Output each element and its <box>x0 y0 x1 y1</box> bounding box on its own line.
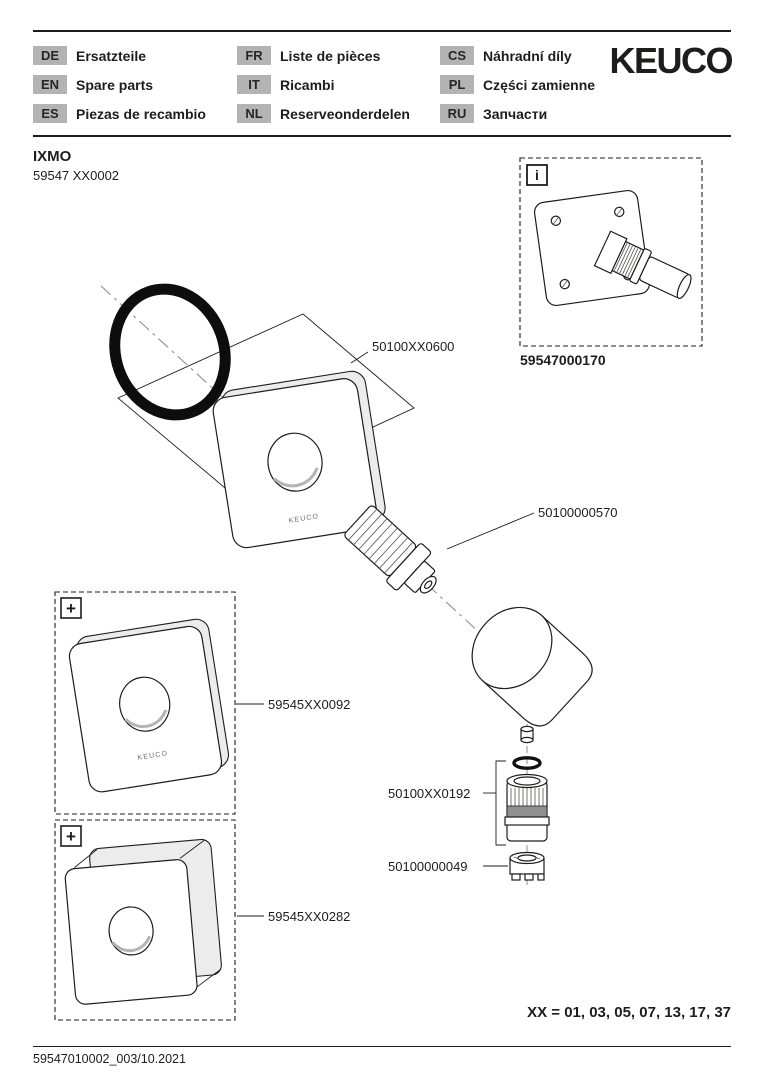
language-row-es: ES Piezas de recambio <box>33 104 206 123</box>
lang-code-badge-en: EN <box>33 75 67 94</box>
sleeve-group-bracket <box>495 760 506 846</box>
lang-label-en: Spare parts <box>76 76 154 93</box>
part-label-mounting-body: 59547000170 <box>520 352 606 368</box>
leader-line-cover <box>350 351 369 364</box>
document-id: 59547010002_003/10.2021 <box>33 1052 186 1066</box>
product-series: IXMO <box>33 148 72 165</box>
lang-code-badge-es: ES <box>33 104 67 123</box>
variant-codes-note: XX = 01, 03, 05, 07, 13, 17, 37 <box>527 1004 731 1021</box>
plus-icon-glyph: + <box>66 827 76 846</box>
small-o-ring-part <box>512 756 542 770</box>
lang-code-badge-de: DE <box>33 46 67 65</box>
language-row-nl: NL Reserveonderdelen <box>237 104 410 123</box>
language-row-it: IT Ricambi <box>237 75 334 94</box>
lang-label-fr: Liste de pièces <box>280 47 381 64</box>
accessory-box-0282 <box>54 819 236 1021</box>
part-label-plate-deep: 59545XX0282 <box>268 909 351 924</box>
lang-code-badge-nl: NL <box>237 104 271 123</box>
lang-code-badge-fr: FR <box>237 46 271 65</box>
lang-code-badge-ru: RU <box>440 104 474 123</box>
lang-label-es: Piezas de recambio <box>76 105 206 122</box>
product-code: 59547 XX0002 <box>33 168 120 183</box>
set-screw-part <box>520 725 534 744</box>
sleeve-part <box>504 773 550 842</box>
lang-label-nl: Reserveonderdelen <box>280 105 410 122</box>
plate-brand-text: KEUCO <box>288 513 320 525</box>
footer-rule <box>33 1046 731 1047</box>
info-box <box>519 157 703 347</box>
part-label-plate-single: 59545XX0092 <box>268 697 351 712</box>
lang-code-badge-pl: PL <box>440 75 474 94</box>
plus-icon: + <box>60 825 82 847</box>
lang-label-it: Ricambi <box>280 76 335 93</box>
valve-cartridge-part <box>593 230 692 300</box>
lang-code-badge-cs: CS <box>440 46 474 65</box>
lang-label-pl: Części zamienne <box>483 76 596 93</box>
product-info: IXMO 59547 XX0002 <box>33 148 119 183</box>
plus-icon: + <box>60 597 82 619</box>
keuco-logo: KEUCO <box>609 40 733 81</box>
wall-plane-outline <box>117 313 415 494</box>
lang-label-ru: Запчасти <box>483 105 548 122</box>
language-row-ru: RU Запчасти <box>440 104 547 123</box>
large-o-ring-part <box>109 283 231 421</box>
square-plate-0092-part: KEUCO <box>68 618 230 793</box>
language-row-cs: CS Náhradní díly <box>440 46 572 65</box>
leader-line-extension <box>446 512 535 550</box>
square-plate-0282-part <box>64 838 222 1005</box>
header-rule-bottom <box>33 135 731 137</box>
info-icon: i <box>526 164 548 186</box>
accessory-box-0092 <box>54 591 236 815</box>
header-rule-top <box>33 30 731 32</box>
plate-brand-text: KEUCO <box>137 750 169 762</box>
handle-part <box>471 606 593 727</box>
language-row-en: EN Spare parts <box>33 75 153 94</box>
part-label-extension: 50100000570 <box>538 505 618 520</box>
lang-code-badge-it: IT <box>237 75 271 94</box>
language-row-pl: PL Części zamienne <box>440 75 595 94</box>
language-row-fr: FR Liste de pièces <box>237 46 380 65</box>
lang-label-de: Ersatzteile <box>76 47 147 64</box>
extension-part <box>344 505 437 594</box>
info-icon-glyph: i <box>535 167 539 183</box>
cover-plate-part: KEUCO <box>212 370 386 549</box>
part-label-adapter: 50100000049 <box>388 859 468 874</box>
language-row-de: DE Ersatzteile <box>33 46 146 65</box>
part-label-sleeve: 50100XX0192 <box>388 786 471 801</box>
plus-icon-glyph: + <box>66 599 76 618</box>
adapter-part <box>509 851 545 881</box>
part-label-cover-plate: 50100XX0600 <box>372 339 455 354</box>
lang-label-cs: Náhradní díly <box>483 47 572 64</box>
